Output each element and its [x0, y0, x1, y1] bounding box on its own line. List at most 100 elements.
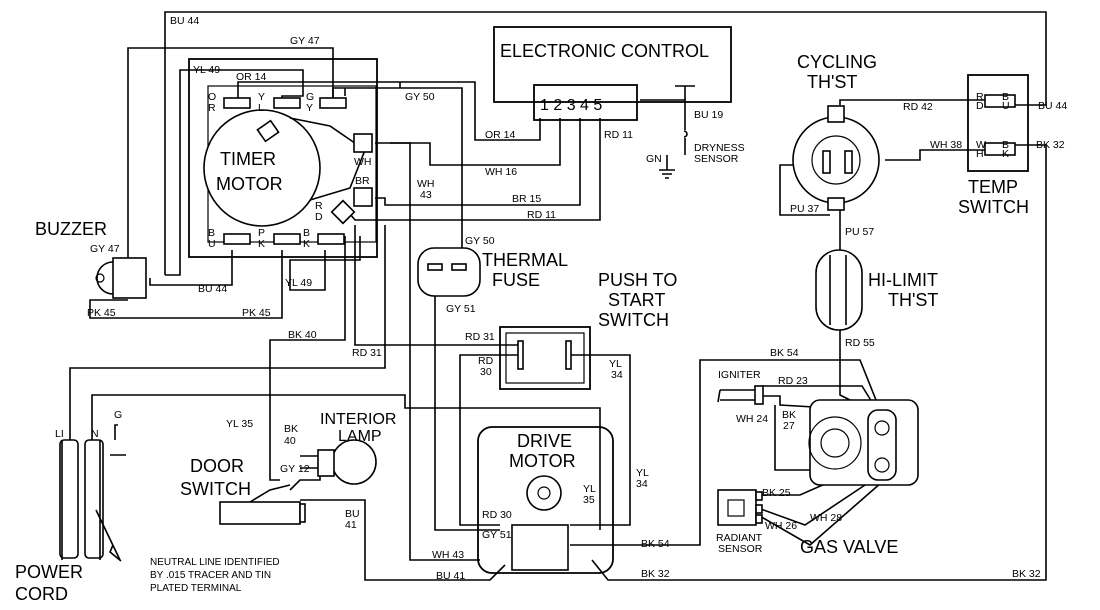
svg-text:GY 50: GY 50: [405, 91, 435, 103]
temp-switch-label-2: SWITCH: [958, 197, 1029, 217]
svg-text:YL: YL: [609, 358, 622, 370]
svg-text:RD 11: RD 11: [604, 129, 633, 141]
svg-text:RD 23: RD 23: [778, 375, 808, 387]
svg-text:R: R: [976, 91, 984, 103]
svg-text:YL 49: YL 49: [193, 64, 220, 76]
svg-text:WH: WH: [354, 156, 372, 168]
svg-text:N: N: [91, 428, 99, 440]
svg-text:BU 44: BU 44: [170, 15, 199, 27]
svg-text:K: K: [303, 238, 310, 250]
svg-text:BK: BK: [284, 423, 298, 435]
temp-switch: [967, 74, 1029, 172]
svg-text:YL: YL: [636, 467, 649, 479]
gas-valve: [808, 399, 919, 486]
timer-motor-label: MOTOR: [216, 174, 283, 194]
cycling-thst-label-2: TH'ST: [807, 72, 857, 92]
temp-switch-label-1: TEMP: [968, 177, 1018, 197]
svg-text:27: 27: [783, 420, 795, 432]
svg-text:H: H: [976, 148, 984, 160]
electronic-control-label: ELECTRONIC CONTROL: [500, 41, 709, 61]
interior-lamp-label-1: INTERIOR: [320, 411, 396, 428]
interior-lamp: [331, 439, 377, 485]
svg-text:GY 51: GY 51: [446, 303, 476, 315]
power-cord-label-1: POWER: [15, 562, 83, 582]
svg-text:WH 43: WH 43: [432, 549, 464, 561]
svg-text:W: W: [976, 139, 986, 151]
dryness-sensor-label-1: DRYNESS: [694, 142, 745, 154]
svg-text:RD 31: RD 31: [465, 331, 495, 343]
thermal-fuse-label-1: THERMAL: [482, 250, 568, 270]
svg-text:PU 57: PU 57: [845, 226, 874, 238]
svg-text:K: K: [258, 238, 265, 250]
igniter-label: IGNITER: [718, 369, 761, 381]
svg-text:GY 12: GY 12: [280, 463, 310, 475]
push-to-start-switch: [499, 326, 591, 390]
svg-text:BK 25: BK 25: [762, 487, 791, 499]
svg-text:RD 31: RD 31: [352, 347, 382, 359]
svg-text:O: O: [208, 91, 216, 103]
svg-text:OR 14: OR 14: [485, 129, 516, 141]
igniter: [717, 389, 755, 403]
svg-text:B: B: [303, 227, 310, 239]
svg-text:BU: BU: [345, 508, 360, 520]
cycling-thst-label-1: CYCLING: [797, 52, 877, 72]
wire-network: [69, 11, 1047, 581]
svg-text:R: R: [315, 200, 323, 212]
push-start-label-3: SWITCH: [598, 310, 669, 330]
svg-text:BK 32: BK 32: [1012, 568, 1041, 580]
cycling-thermostat: [792, 116, 880, 204]
svg-text:GY 51: GY 51: [482, 529, 512, 541]
svg-text:Y: Y: [258, 91, 265, 103]
svg-text:RD 30: RD 30: [482, 509, 512, 521]
svg-text:35: 35: [583, 494, 595, 506]
interior-lamp-label-2: LAMP: [338, 428, 382, 445]
svg-text:D: D: [315, 211, 323, 223]
buzzer-label: BUZZER: [35, 219, 107, 239]
svg-text:WH: WH: [417, 178, 435, 190]
timer-label: TIMER: [220, 149, 276, 169]
svg-text:OR 14: OR 14: [236, 71, 267, 83]
svg-text:RD 11: RD 11: [527, 209, 556, 221]
svg-text:WH 38: WH 38: [930, 139, 962, 151]
buzzer: [112, 257, 147, 299]
svg-text:BK 40: BK 40: [288, 329, 317, 341]
svg-text:GY 50: GY 50: [465, 235, 495, 247]
control-terminal-block: [533, 84, 638, 121]
svg-text:U: U: [1002, 100, 1010, 112]
svg-text:BR 15: BR 15: [512, 193, 541, 205]
svg-text:PU 37: PU 37: [790, 203, 819, 215]
svg-text:Y: Y: [306, 102, 313, 114]
svg-text:GY 47: GY 47: [90, 243, 120, 255]
svg-text:BU 19: BU 19: [694, 109, 723, 121]
svg-text:WH 16: WH 16: [485, 166, 517, 178]
door-switch-label-2: SWITCH: [180, 479, 251, 499]
svg-text:G: G: [114, 409, 122, 421]
svg-text:YL 49: YL 49: [285, 277, 312, 289]
timer-motor: [203, 109, 321, 227]
svg-text:YL: YL: [583, 483, 596, 495]
thermal-fuse: [417, 247, 481, 297]
hi-limit-thermostat: [815, 249, 863, 331]
push-start-label-2: START: [608, 290, 665, 310]
push-start-label-1: PUSH TO: [598, 270, 677, 290]
svg-text:D: D: [976, 100, 984, 112]
svg-text:B: B: [1002, 139, 1009, 151]
door-switch-label-1: DOOR: [190, 456, 244, 476]
svg-text:B: B: [1002, 91, 1009, 103]
svg-text:PK 45: PK 45: [87, 307, 116, 319]
neutral-note-line-3: PLATED TERMINAL: [150, 583, 242, 594]
svg-text:RD 42: RD 42: [903, 101, 933, 113]
dryness-sensor-label-2: SENSOR: [694, 153, 739, 165]
svg-text:R: R: [208, 102, 216, 114]
svg-text:34: 34: [611, 369, 623, 381]
svg-text:BU 44: BU 44: [198, 283, 227, 295]
neutral-note-line-2: BY .015 TRACER AND TIN: [150, 570, 271, 581]
svg-text:BK 54: BK 54: [770, 347, 799, 359]
svg-text:PK 45: PK 45: [242, 307, 271, 319]
svg-text:BK 32: BK 32: [1036, 139, 1065, 151]
svg-text:RD: RD: [478, 355, 494, 367]
radiant-sensor-label-2: SENSOR: [718, 543, 763, 555]
svg-text:G: G: [306, 91, 314, 103]
